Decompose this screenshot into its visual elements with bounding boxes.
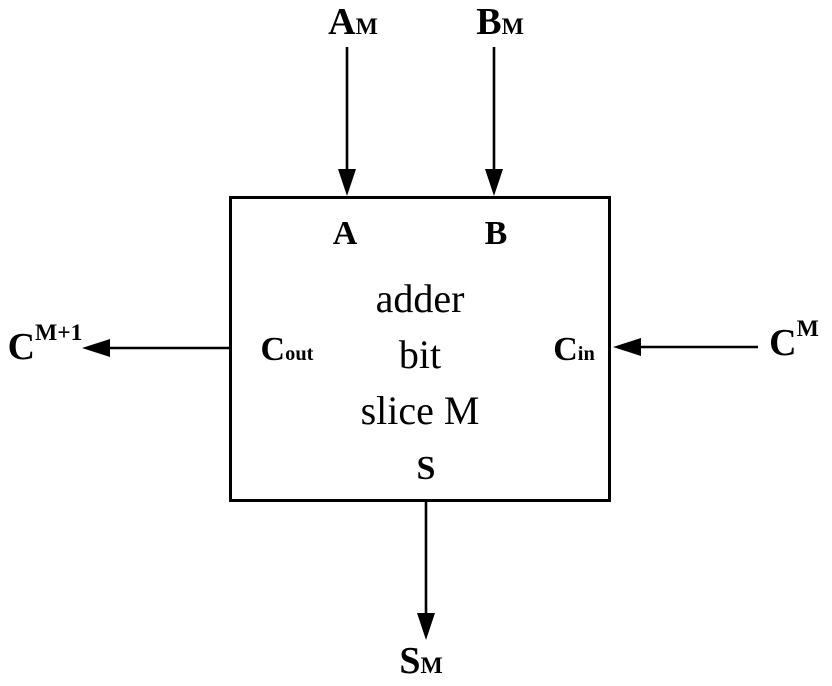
signal-am-subscript: M	[355, 14, 378, 40]
adder-block	[229, 196, 611, 502]
signal-carry-in-superscript: M	[796, 316, 819, 342]
port-b-label: B	[485, 217, 508, 251]
port-cin-base: C	[553, 331, 578, 368]
port-a-label: A	[333, 217, 358, 251]
arrowhead-down-icon	[338, 169, 356, 196]
signal-carry-in-base: C	[769, 322, 797, 364]
signal-bm-label: BM	[476, 3, 524, 41]
signal-am-base: A	[328, 1, 356, 43]
input-a-arrow	[338, 47, 356, 196]
signal-carry-in-label: CM	[769, 316, 819, 364]
signal-carry-out-base: C	[7, 326, 36, 368]
port-s-label: S	[417, 452, 436, 486]
port-a-text: A	[332, 215, 358, 252]
port-cout-subscript: out	[285, 343, 314, 365]
arrowhead-left-icon	[613, 338, 641, 356]
signal-sm-label: SM	[399, 642, 442, 680]
port-s-text: S	[416, 450, 436, 487]
block-title-line-1: adder	[375, 276, 465, 321]
block-title: adder bit slice M	[229, 271, 611, 439]
input-b-arrow	[485, 47, 503, 196]
signal-sm-base: S	[399, 640, 421, 682]
port-b-text: B	[484, 215, 508, 252]
sum-arrow	[417, 502, 435, 640]
port-cout-base: C	[260, 331, 286, 368]
port-cin-label: Cin	[553, 333, 595, 367]
port-cout-label: Cout	[261, 333, 314, 367]
arrowhead-down-icon	[485, 169, 503, 196]
block-title-line-3: slice M	[360, 388, 480, 433]
signal-am-label: AM	[328, 3, 378, 41]
signal-carry-out-superscript: M+1	[35, 320, 83, 346]
signal-carry-out-label: CM+1	[7, 320, 83, 368]
carry-out-arrow	[82, 339, 229, 357]
arrowhead-left-icon	[82, 339, 110, 357]
port-cin-subscript: in	[577, 343, 595, 365]
carry-in-arrow	[613, 338, 758, 356]
arrowhead-down-icon	[417, 613, 435, 640]
signal-bm-subscript: M	[501, 14, 524, 40]
signal-bm-base: B	[476, 1, 502, 43]
block-title-line-2: bit	[398, 332, 442, 377]
signal-sm-subscript: M	[420, 653, 443, 679]
